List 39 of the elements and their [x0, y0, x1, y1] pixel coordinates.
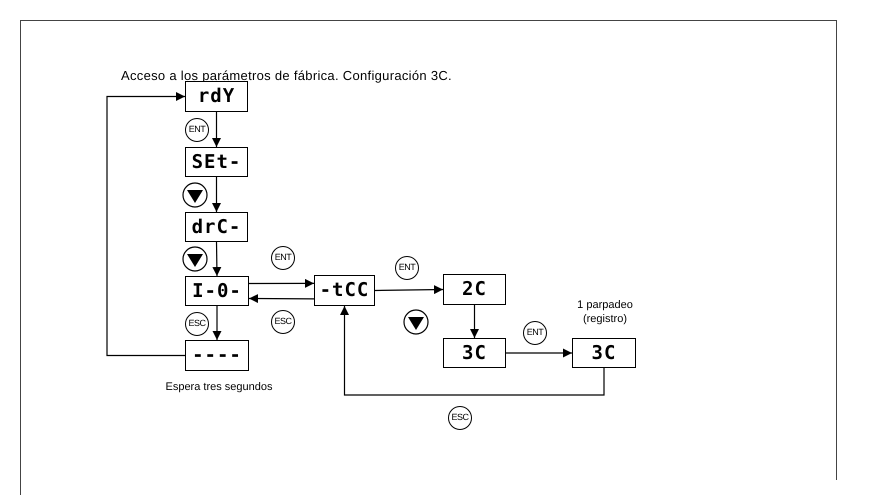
display-readout: ---- — [192, 346, 242, 365]
display-box — [185, 340, 249, 371]
arrow — [212, 112, 221, 147]
edge-label: ESC — [448, 406, 472, 430]
arrow — [212, 177, 221, 212]
display-box — [185, 81, 248, 112]
display-readout: 3C — [462, 344, 487, 362]
edge-label: ENT — [395, 256, 419, 280]
edge-label: ENT — [185, 118, 209, 142]
display-readout: I-0- — [192, 282, 242, 300]
display-readout: SEt- — [192, 152, 242, 172]
display-readout: rdY — [198, 87, 236, 106]
note: Espera tres segundos — [164, 380, 274, 394]
display-readout: -tCC — [320, 281, 370, 300]
display-box — [185, 147, 248, 177]
display-box — [572, 338, 636, 368]
arrow — [470, 305, 479, 338]
display-readout: 3C — [592, 344, 616, 362]
display-box — [443, 338, 506, 368]
arrow — [506, 348, 572, 358]
note: 1 parpadeo (registro) — [576, 298, 634, 326]
display-box — [185, 276, 249, 306]
edge-label: ENT — [271, 246, 295, 270]
display-readout: 2C — [462, 280, 487, 299]
title: Acceso a los parámetros de fábrica. Configuración 3C. — [121, 67, 452, 85]
edge-label: ESC — [271, 310, 295, 334]
edge-label: ENT — [523, 321, 547, 345]
arrow — [212, 242, 222, 276]
display-box — [314, 275, 375, 306]
display-readout: drC- — [192, 218, 242, 236]
arrow — [106, 92, 185, 356]
arrow — [375, 285, 443, 294]
arrow — [340, 306, 605, 396]
display-box — [443, 274, 506, 305]
display-box — [185, 212, 248, 242]
arrow — [249, 278, 314, 288]
arrow — [212, 306, 222, 340]
edge-label: ESC — [185, 312, 209, 336]
arrow — [249, 294, 314, 304]
